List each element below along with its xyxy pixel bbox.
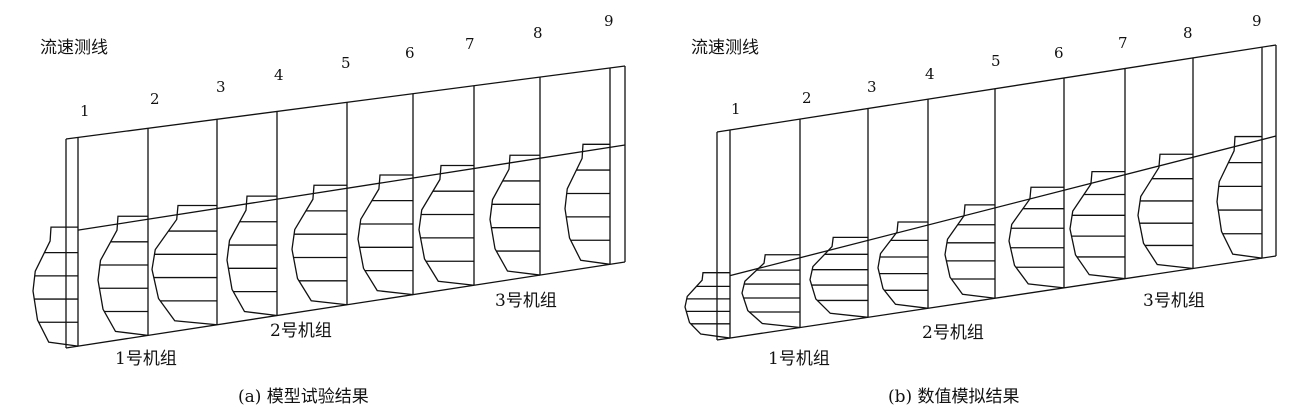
top-line	[716, 44, 1277, 133]
station-number-5: 5	[341, 54, 351, 72]
station-number-2: 2	[150, 90, 160, 108]
mid-line	[729, 135, 1277, 277]
station-number-1: 1	[731, 100, 741, 118]
caption: (a) 模型试验结果	[238, 387, 369, 407]
velocity-profile-6	[1008, 186, 1065, 289]
panel-numerical-simulation: 流速测线 1 2 3 4 5 6 7 8 9 1号机组 2号机组 3号机组 (b) 数值模拟结果	[684, 12, 1277, 407]
unit-label-2: 2号机组	[922, 323, 984, 343]
caption: (b) 数值模拟结果	[888, 387, 1020, 407]
unit-label-3: 3号机组	[495, 291, 557, 311]
unit-label-1: 1号机组	[115, 349, 177, 369]
velocity-profile-1	[684, 272, 731, 339]
velocity-profile-2	[741, 254, 801, 329]
station-number-6: 6	[405, 44, 415, 62]
velocity-profile-3	[151, 204, 218, 326]
velocity-profile-5	[944, 204, 996, 299]
velocity-profile-9	[1216, 135, 1263, 259]
velocity-profile-7	[1069, 170, 1126, 280]
top-line	[65, 65, 626, 140]
line-label: 流速测线	[691, 38, 759, 58]
station-number-3: 3	[216, 78, 226, 96]
panel-model-test: 流速测线 1 2 3 4 5 6 7 8 9 1号机组 2号机组 3号机组 (a) 模型试验结果	[32, 12, 626, 407]
velocity-profile-1	[32, 226, 79, 347]
velocity-profile-4	[226, 195, 278, 317]
station-number-4: 4	[925, 65, 935, 83]
velocity-profile-9	[564, 143, 611, 265]
unit-label-1: 1号机组	[768, 349, 830, 369]
velocity-profile-3	[809, 236, 869, 318]
station-number-9: 9	[604, 12, 614, 30]
station-number-1: 1	[80, 102, 90, 120]
station-number-9: 9	[1252, 12, 1262, 30]
station-number-5: 5	[991, 52, 1001, 70]
station-number-3: 3	[867, 78, 877, 96]
velocity-profile-4	[877, 221, 929, 309]
velocity-profile-8	[1137, 153, 1194, 270]
unit-label-3: 3号机组	[1143, 291, 1205, 311]
unit-label-2: 2号机组	[270, 321, 332, 341]
velocity-profile-6	[357, 174, 414, 296]
station-number-8: 8	[533, 24, 543, 42]
velocity-profile-8	[489, 154, 541, 276]
bottom-line	[716, 255, 1277, 341]
velocity-profile-7	[418, 164, 475, 286]
station-number-6: 6	[1054, 44, 1064, 62]
line-label: 流速测线	[40, 38, 108, 58]
mid-line	[77, 144, 626, 231]
station-number-8: 8	[1183, 24, 1193, 42]
station-number-7: 7	[1118, 34, 1128, 52]
velocity-profile-5	[291, 184, 348, 306]
velocity-profile-2	[97, 215, 149, 337]
station-number-7: 7	[465, 35, 475, 53]
station-number-2: 2	[802, 89, 812, 107]
station-number-4: 4	[274, 66, 284, 84]
